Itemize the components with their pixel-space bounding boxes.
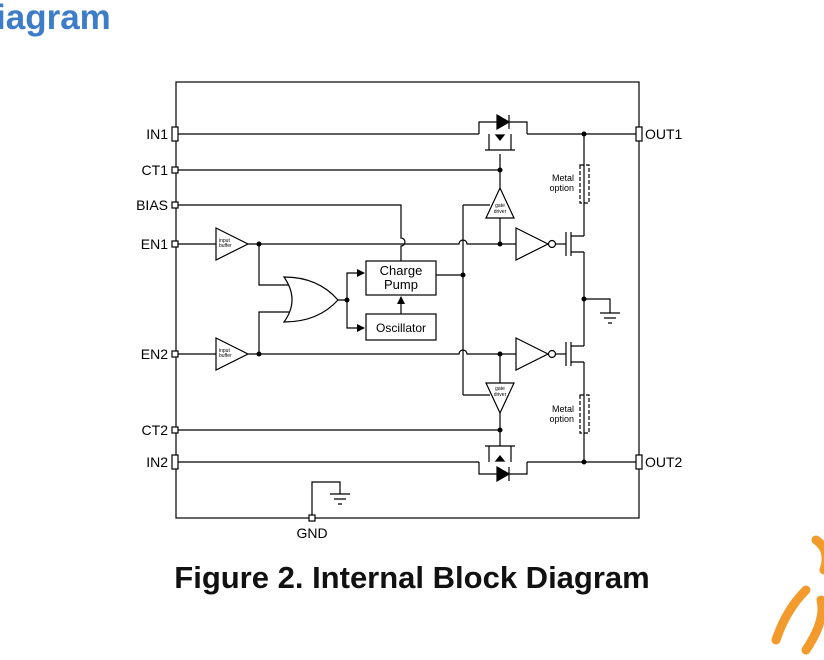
junction-dot <box>256 241 262 247</box>
pin-label-en2: EN2 <box>141 346 168 362</box>
discharge-fet-1 <box>565 232 584 256</box>
section-heading: iagram <box>0 0 111 37</box>
figure-caption: Figure 2. Internal Block Diagram <box>174 560 650 595</box>
ct1-line <box>178 169 501 188</box>
discharge-fet-2 <box>565 342 584 366</box>
input-buffer-1-label-2: buffer <box>219 243 232 249</box>
inverter-2 <box>515 337 550 371</box>
ct2-line <box>178 413 501 431</box>
gate-driver-1-label-2: driver <box>494 209 507 215</box>
input-buffer-2-label-1: input <box>219 348 230 354</box>
pin-label-out2: OUT2 <box>645 454 683 470</box>
block-diagram: IN1 CT1 BIAS EN1 EN2 CT2 IN2 OUT1 OUT2 G… <box>136 81 683 541</box>
pin-label-in1: IN1 <box>146 126 168 142</box>
pin-out1-tab <box>635 126 643 142</box>
pin-out2-tab <box>635 454 643 470</box>
metal-option-1-label-2: option <box>549 183 574 193</box>
junction-dot <box>460 272 466 278</box>
pin-ct2-tab <box>171 426 179 434</box>
input-buffer-1-label-1: input <box>219 238 230 244</box>
charge-pump-label-2: Pump <box>384 277 418 292</box>
en2-branch <box>258 311 289 354</box>
charge-pump-block <box>365 260 437 296</box>
inverter-1-bubble <box>547 239 557 249</box>
junction-dot <box>581 296 587 302</box>
pin-label-ct1: CT1 <box>142 162 169 178</box>
pin-in2-tab <box>171 454 179 470</box>
pin-label-bias: BIAS <box>136 197 168 213</box>
top-fet-arrow <box>494 134 506 141</box>
pin-label-out1: OUT1 <box>645 126 683 142</box>
junction-dot <box>497 427 503 433</box>
metal-option-2 <box>579 394 590 434</box>
en1-branch <box>258 244 289 286</box>
input-buffer-1 <box>215 227 250 261</box>
junction-dot <box>581 131 587 137</box>
metal-option-2-label-1: Metal <box>552 404 574 414</box>
chip-outline <box>175 81 640 519</box>
pin-en1-tab <box>171 240 179 248</box>
or-output <box>338 269 365 301</box>
gnd-ground <box>311 481 350 515</box>
metal-option-2-label-2: option <box>549 414 574 424</box>
inverter-2-bubble <box>547 349 557 359</box>
junction-dot <box>497 241 503 247</box>
metal-option-1-label-1: Metal <box>552 173 574 183</box>
gate-driver-1-label-1: gate <box>495 203 505 209</box>
pin-label-ct2: CT2 <box>142 422 169 438</box>
bias-line <box>178 204 406 262</box>
metal-option-1 <box>579 164 590 204</box>
bottom-fet-arrow <box>494 455 506 462</box>
pin-en2-tab <box>171 350 179 358</box>
oscillator-label: Oscillator <box>376 321 426 335</box>
oscillator-block <box>365 313 437 341</box>
pin-ct1-tab <box>171 166 179 174</box>
pin-label-gnd: GND <box>296 525 327 541</box>
top-fet-diode <box>496 113 511 131</box>
inverter-1 <box>515 227 550 261</box>
pin-label-in2: IN2 <box>146 454 168 470</box>
internal-ground <box>584 298 620 324</box>
or-output-osc <box>346 300 365 332</box>
bottom-fet-diode <box>496 465 511 483</box>
pin-label-en1: EN1 <box>141 236 168 252</box>
input-buffer-2 <box>215 337 250 371</box>
gate-driver-2-label-2: driver <box>494 392 507 398</box>
junction-dot <box>581 459 587 465</box>
input-buffer-2-label-2: buffer <box>219 353 232 359</box>
pin-in1-tab <box>171 126 179 142</box>
junction-dot <box>497 351 503 357</box>
charge-pump-label-1: Charge <box>380 263 423 278</box>
gate-driver-2-label-1: gate <box>495 386 505 392</box>
junction-dot <box>344 297 350 303</box>
junction-dot <box>256 351 262 357</box>
or-gate <box>282 276 339 323</box>
pin-bias-tab <box>171 201 179 209</box>
junction-dot <box>497 167 503 173</box>
pin-gnd-tab <box>308 514 316 522</box>
